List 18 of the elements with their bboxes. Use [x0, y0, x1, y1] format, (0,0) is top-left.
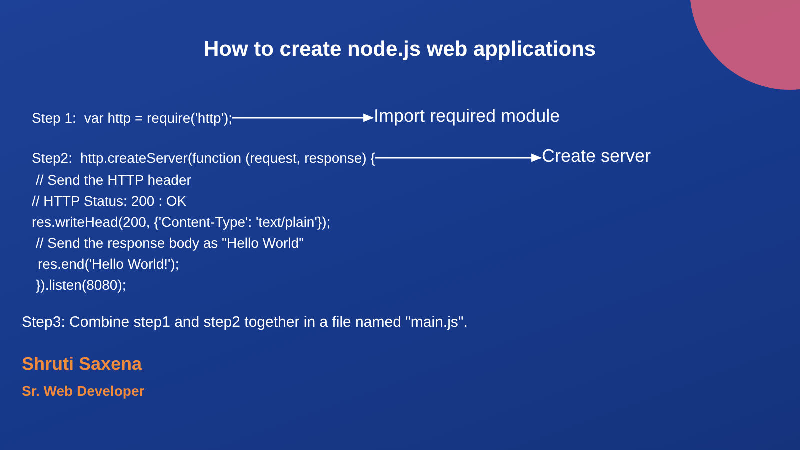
- code-line: var http = require('http');: [84, 110, 233, 126]
- code-line: http.createServer(function (request, response) {: [80, 150, 376, 166]
- title: How to create node.js web applications: [202, 38, 598, 62]
- job-title: Sr. Web Developer: [22, 382, 145, 401]
- annotation-text: Import required module: [374, 106, 560, 126]
- step-text: Step3: Combine step1 and step2 together in a file named "main.js".: [22, 313, 468, 333]
- code-comment: // Send the response body as "Hello World": [36, 234, 304, 253]
- code-line: }).listen(8080);: [36, 276, 126, 295]
- author-name: Shruti Saxena: [22, 354, 142, 374]
- code-line: res.writeHead(200, {'Content-Type': 'text/plain'});: [32, 213, 331, 232]
- arrow: [232, 114, 374, 122]
- arrow: [375, 154, 542, 162]
- step-label: Step 1:: [32, 110, 76, 126]
- code-comment: // Send the HTTP header: [36, 171, 192, 190]
- code-comment: // HTTP Status: 200 : OK: [32, 192, 187, 211]
- code-line: res.end('Hello World!');: [38, 255, 180, 274]
- step-label: Step2:: [32, 150, 72, 166]
- annotation-text: Create server: [542, 146, 652, 166]
